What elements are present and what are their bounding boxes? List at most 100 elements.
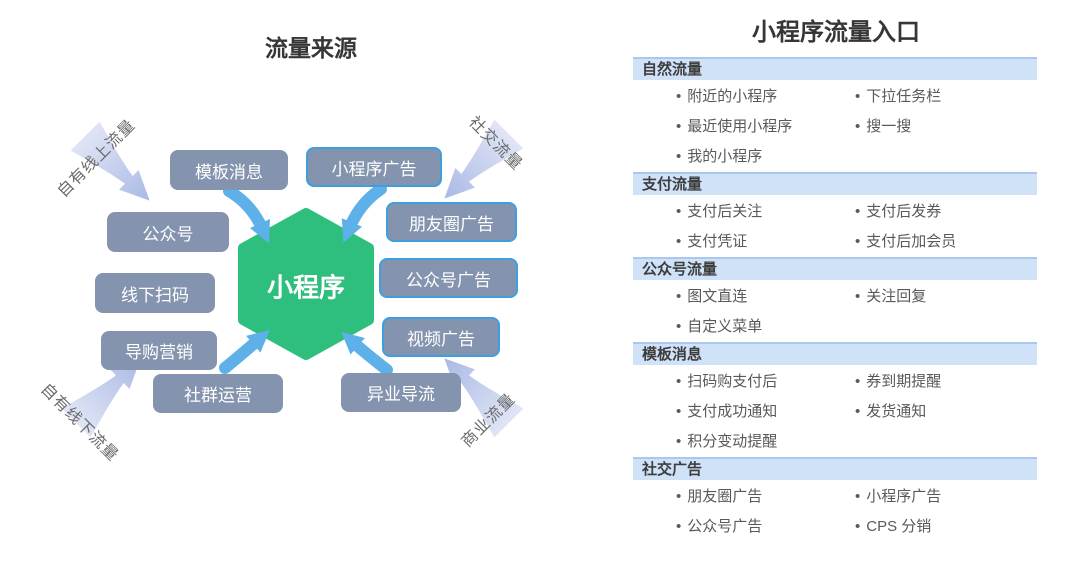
entry-label: 积分变动提醒	[687, 432, 778, 450]
box-label: 小程序广告	[331, 159, 417, 179]
entry-label: 支付成功通知	[687, 402, 778, 420]
box-label: 视频广告	[407, 329, 475, 349]
entry-label: 关注回复	[866, 287, 927, 305]
right-table-title: 小程序流量入口	[752, 19, 920, 46]
bullet-icon: •	[676, 232, 682, 250]
entry-item: •我的小程序	[633, 145, 855, 166]
entry-label: 扫码购支付后	[687, 372, 778, 390]
entry-item: • 朋友圈广告	[633, 485, 855, 506]
entry-label: 支付后加会员	[866, 232, 957, 250]
table-row: • 附近的小程序 • 下拉任务栏	[633, 80, 1037, 110]
bullet-icon: •	[676, 202, 682, 220]
box-label: 异业导流	[367, 385, 435, 404]
bullet-icon: •	[855, 202, 861, 220]
entry-label: 公众号广告	[687, 517, 763, 535]
box-label: 公众号广告	[406, 270, 491, 290]
section-header: 社交广告	[633, 457, 1037, 480]
bullet-icon: •	[855, 517, 861, 535]
entry-item: • 图文直连	[633, 285, 855, 306]
entry-label: 图文直连	[687, 287, 748, 305]
section-official-account-traffic: 公众号流量 • 图文直连 •关注回复 • 自定义菜单	[633, 257, 1037, 340]
entry-item: •支付凭证	[633, 230, 855, 251]
entry-item: •积分变动提醒	[633, 430, 855, 451]
flow-arrow-top-left-icon	[223, 185, 270, 244]
bullet-icon: •	[676, 317, 682, 335]
entry-label: 发货通知	[866, 402, 927, 420]
table-row: •积分变动提醒	[633, 425, 1037, 455]
section-organic-traffic: 自然流量 • 附近的小程序 • 下拉任务栏 • 最近使用小程序 •搜一搜	[633, 57, 1037, 170]
entry-item: •搜一搜	[855, 115, 1037, 136]
entry-label: 朋友圈广告	[687, 487, 763, 505]
entry-label: 附近的小程序	[687, 87, 778, 105]
flow-arrow-top-right-icon	[341, 183, 387, 243]
box-label: 朋友圈广告	[409, 214, 494, 234]
bullet-icon: •	[855, 402, 861, 420]
box-cross-industry: 异业导流	[341, 373, 461, 412]
bullet-icon: •	[676, 402, 682, 420]
entry-points-table: 自然流量 • 附近的小程序 • 下拉任务栏 • 最近使用小程序 •搜一搜	[633, 55, 1037, 540]
section-header: 自然流量	[633, 57, 1037, 80]
entry-label: 我的小程序	[687, 147, 763, 165]
box-label: 公众号	[142, 224, 194, 244]
bullet-icon: •	[855, 487, 861, 505]
bullet-icon: •	[676, 487, 682, 505]
bullet-icon: •	[676, 517, 682, 535]
entry-item: • 附近的小程序	[633, 85, 855, 106]
entry-item: • CPS 分销	[855, 515, 1037, 536]
box-official-account-ad: 公众号广告	[379, 258, 518, 298]
entry-item: •券到期提醒	[855, 370, 1037, 391]
table-row: • 朋友圈广告 • 小程序广告	[633, 480, 1037, 510]
hexagon-center-label: 小程序	[266, 272, 346, 303]
entry-item: • 扫码购支付后	[633, 370, 855, 391]
table-row: • 公众号广告 • CPS 分销	[633, 510, 1037, 540]
flow-arrow-bottom-right-icon	[341, 331, 393, 376]
hexagon-shape	[238, 208, 374, 360]
section-header: 公众号流量	[633, 257, 1037, 280]
bullet-icon: •	[855, 232, 861, 250]
section-header: 模板消息	[633, 342, 1037, 365]
section-header: 支付流量	[633, 172, 1037, 195]
bullet-icon: •	[855, 372, 861, 390]
entry-item: • 支付成功通知	[633, 400, 855, 421]
entry-label: 支付后关注	[687, 202, 763, 220]
entry-label: CPS 分销	[866, 517, 932, 535]
bullet-icon: •	[855, 117, 861, 135]
bullet-icon: •	[676, 372, 682, 390]
bullet-icon: •	[676, 87, 682, 105]
entry-item: • 支付后加会员	[855, 230, 1037, 251]
entry-item: •支付后发券	[855, 200, 1037, 221]
bullet-icon: •	[676, 117, 682, 135]
box-label: 模板消息	[195, 162, 263, 182]
box-label: 社群运营	[184, 386, 252, 405]
table-row: • 自定义菜单	[633, 310, 1037, 340]
section-template-message: 模板消息 • 扫码购支付后 •券到期提醒 • 支付成功通知 • 发货通知	[633, 342, 1037, 455]
section-social-ads: 社交广告 • 朋友圈广告 • 小程序广告 • 公众号广告 • CPS 分销	[633, 457, 1037, 540]
entry-item: • 最近使用小程序	[633, 115, 855, 136]
traffic-source-diagram: 流量来源	[37, 35, 525, 465]
entry-item: • 公众号广告	[633, 515, 855, 536]
entry-item: •关注回复	[855, 285, 1037, 306]
box-label: 导购营销	[125, 343, 193, 362]
bullet-icon: •	[676, 287, 682, 305]
entry-item: • 发货通知	[855, 400, 1037, 421]
diagram-shapes	[61, 119, 524, 438]
entry-label: 自定义菜单	[687, 317, 763, 335]
box-miniprogram-ad: 小程序广告	[306, 147, 442, 187]
entry-label: 最近使用小程序	[687, 117, 793, 135]
entry-item: • 小程序广告	[855, 485, 1037, 506]
left-diagram-title: 流量来源	[265, 35, 357, 61]
box-offline-scan: 线下扫码	[95, 273, 215, 313]
box-moments-ad: 朋友圈广告	[386, 202, 517, 242]
bullet-icon: •	[855, 87, 861, 105]
box-official-account: 公众号	[107, 212, 229, 252]
entry-label: 下拉任务栏	[866, 87, 942, 105]
entry-label: 小程序广告	[866, 487, 942, 505]
table-row: • 图文直连 •关注回复	[633, 280, 1037, 310]
flow-arrow-bottom-left-icon	[219, 329, 270, 374]
box-video-ad: 视频广告	[382, 317, 500, 357]
table-row: • 扫码购支付后 •券到期提醒	[633, 365, 1037, 395]
table-row: • 最近使用小程序 •搜一搜	[633, 110, 1037, 140]
section-payment-traffic: 支付流量 • 支付后关注 •支付后发券 •支付凭证 • 支付后加会员	[633, 172, 1037, 255]
box-template-message: 模板消息	[170, 150, 288, 190]
